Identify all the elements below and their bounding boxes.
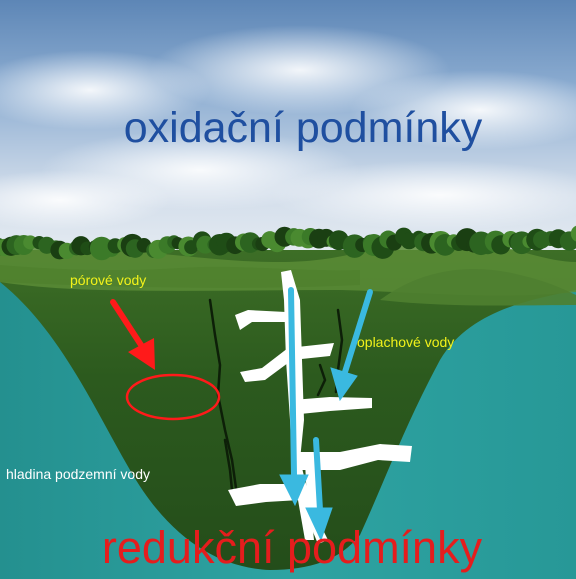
title-reduction: redukční podmínky (101, 522, 483, 573)
label-pore-water: pórové vody (70, 272, 147, 288)
rinse-water-arrows (279, 287, 373, 542)
pore-water-arrow (110, 299, 155, 370)
vegetation (0, 225, 576, 261)
title-oxidation: oxidační podmínky (123, 104, 483, 152)
label-groundwater-level: hladina podzemní vody (6, 466, 150, 482)
clouds (0, 25, 576, 230)
tree-foliage (570, 225, 576, 242)
soil-basin (0, 250, 576, 570)
label-rinse-water: oplachové vody (357, 334, 455, 350)
pore-zone-ellipse (125, 373, 221, 421)
